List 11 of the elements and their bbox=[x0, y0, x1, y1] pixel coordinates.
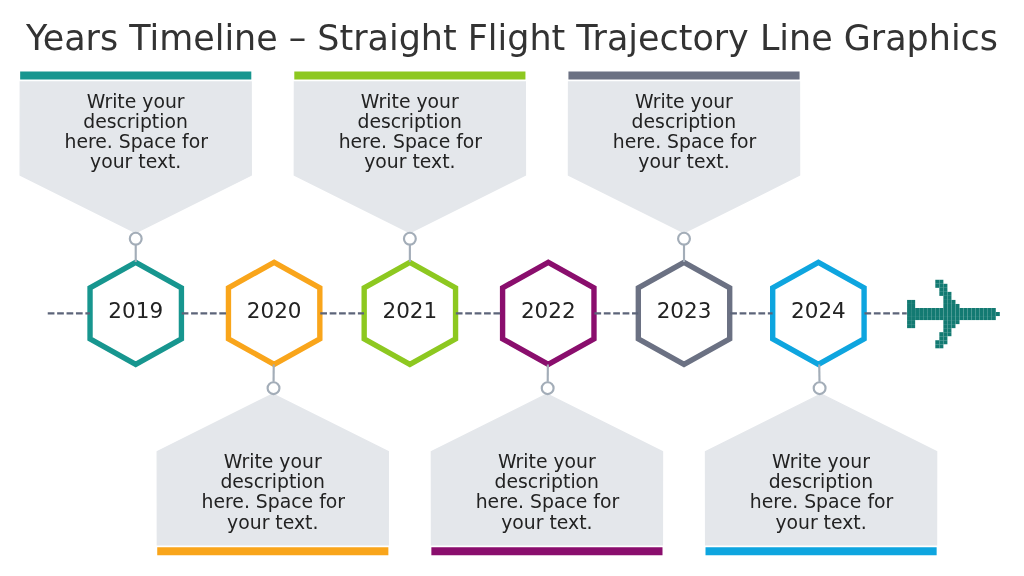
connector bbox=[47, 311, 90, 314]
connector bbox=[320, 311, 364, 314]
connector bbox=[594, 311, 639, 314]
connector bbox=[540, 363, 555, 395]
connector bbox=[455, 311, 503, 314]
connector bbox=[730, 311, 773, 314]
diagram-title: Years Timeline – Straight Flight Trajectory Line Graphics bbox=[26, 17, 998, 58]
connector bbox=[181, 311, 229, 314]
connector bbox=[864, 311, 907, 314]
connector bbox=[812, 363, 827, 395]
connector bbox=[266, 363, 281, 395]
